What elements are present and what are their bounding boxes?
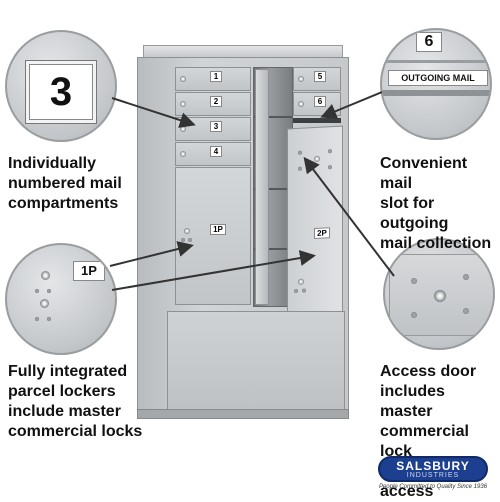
logo-name: SALSBURY bbox=[396, 459, 470, 473]
mailbox-unit: 1 2 3 4 1P 5 6 bbox=[137, 45, 377, 420]
compartment-door-1[interactable]: 1 bbox=[175, 67, 251, 91]
arrow-to-parcel-2p bbox=[111, 250, 316, 291]
detail-circle-outgoing-mail: 6 OUTGOING MAIL bbox=[380, 28, 492, 140]
outgoing-mail-label: OUTGOING MAIL bbox=[388, 70, 488, 86]
detail-circle-access-door bbox=[383, 238, 495, 350]
salsbury-logo: SALSBURY INDUSTRIES People Committed to … bbox=[372, 456, 494, 496]
logo-sub: INDUSTRIES bbox=[406, 472, 460, 479]
logo-tagline: People Committed to Quality Since 1936 bbox=[378, 484, 488, 490]
door-number-tag-6: 6 bbox=[416, 32, 442, 52]
pedestal-base bbox=[167, 311, 345, 413]
parcel-locker-tag: 1P bbox=[73, 261, 105, 281]
logo-badge: SALSBURY INDUSTRIES bbox=[378, 456, 488, 482]
compartment-door-4[interactable]: 4 bbox=[175, 142, 251, 166]
caption-parcel-lockers: Fully integrated parcel lockers include … bbox=[8, 363, 143, 440]
caption-outgoing-mail: Convenient mail slot for outgoing mail c… bbox=[380, 155, 492, 252]
arrow-to-door-3 bbox=[111, 97, 196, 128]
outgoing-mail-slot[interactable] bbox=[293, 118, 341, 123]
compartment-door-5[interactable]: 5 bbox=[293, 67, 341, 91]
caption-compartments: Individually numbered mail compartments bbox=[8, 155, 122, 212]
parcel-locker-door-1p[interactable]: 1P bbox=[175, 167, 251, 305]
door-number-tag-large: 3 bbox=[29, 64, 93, 120]
arrow-to-parcel-1p bbox=[109, 241, 194, 267]
detail-circle-door-number: 3 bbox=[5, 30, 117, 142]
detail-circle-parcel-locker: 1P bbox=[5, 243, 117, 355]
arrow-to-access-door bbox=[303, 156, 395, 277]
arrow-to-outgoing-slot bbox=[320, 91, 383, 119]
compartment-door-2[interactable]: 2 bbox=[175, 92, 251, 116]
